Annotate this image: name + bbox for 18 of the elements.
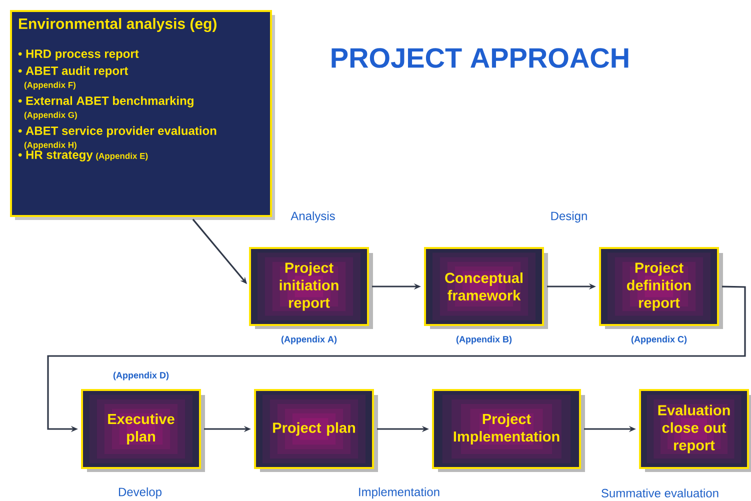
phase-label: Design [551, 211, 587, 223]
appendix-label: (Appendix C) [631, 336, 687, 344]
title: PROJECT APPROACH [332, 48, 628, 68]
process-box: Project definition report [599, 247, 723, 329]
phase-label: Analysis [290, 211, 335, 223]
appendix-label: (Appendix B) [456, 336, 512, 344]
process-box: Executive plan [81, 389, 205, 472]
phase-label: Develop [118, 487, 162, 499]
appendix-label: (Appendix A) [281, 336, 337, 344]
analysis-box: Environmental analysis (eg) • HRD process report • ABET audit report (Appendix F) • External ABET benchmarking (Appendix G) • ABET service provider evaluation (Appendix H) • HR strategy (Appendix E) [10, 10, 275, 220]
process-box: Project plan [254, 389, 378, 472]
appendix-label: (Appendix D) [113, 372, 169, 380]
process-box: Project Implementation [432, 389, 585, 472]
phase-label: Implementation [359, 487, 440, 499]
process-box: Project initiation report [249, 247, 373, 329]
process-box: Evaluation close out report [639, 389, 751, 472]
phase-label: Summative evaluation [602, 488, 718, 498]
process-box: Conceptual framework [424, 247, 548, 329]
